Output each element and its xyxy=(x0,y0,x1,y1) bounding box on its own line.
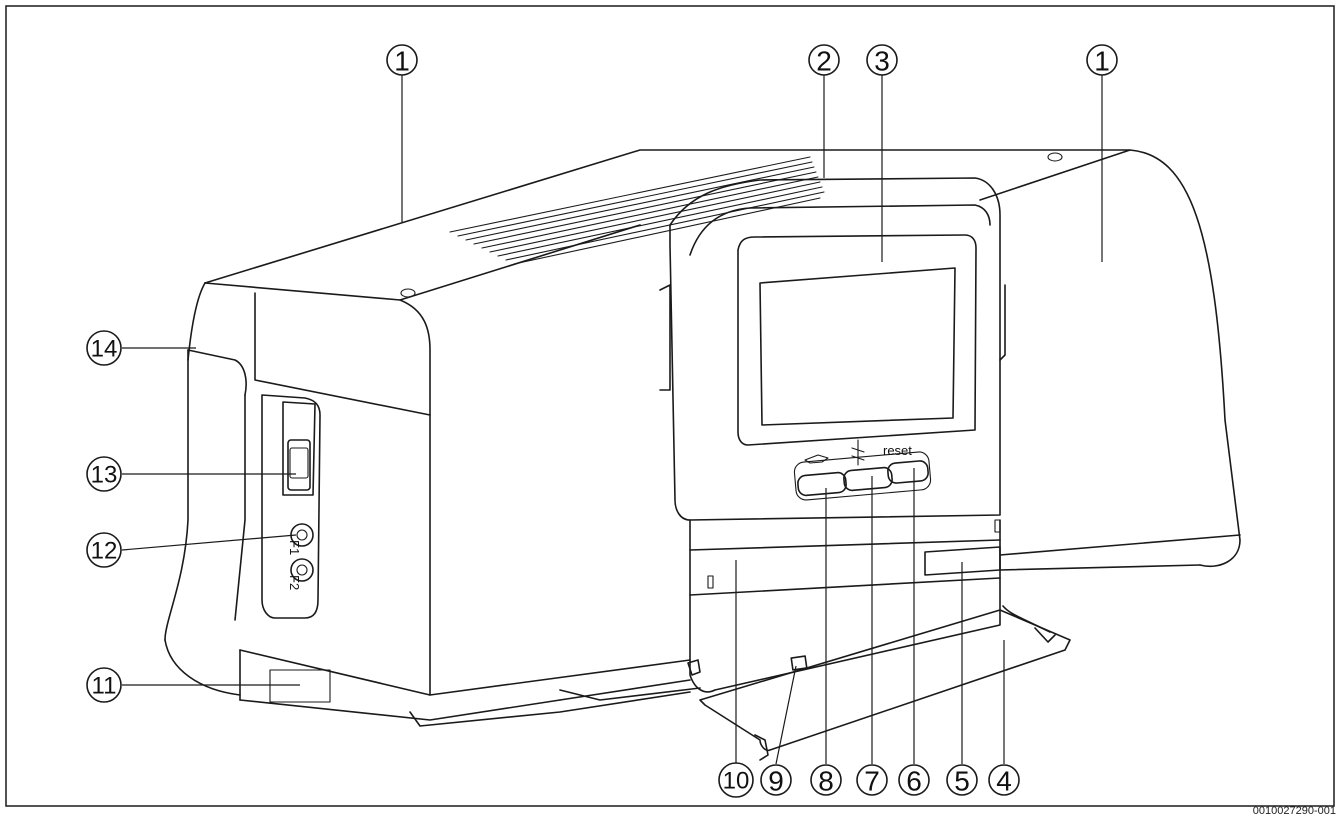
svg-text:1: 1 xyxy=(394,46,410,77)
svg-text:10: 10 xyxy=(723,768,750,795)
document-id: 0010027290-001 xyxy=(1252,805,1336,817)
svg-text:2: 2 xyxy=(816,46,832,77)
callout-8: 8 xyxy=(810,764,842,797)
main-switch xyxy=(287,439,311,491)
display-frame xyxy=(737,234,977,446)
svg-text:5: 5 xyxy=(954,766,970,797)
figure-border xyxy=(5,5,1335,807)
vent-slots xyxy=(449,156,825,265)
callout-11: 11 xyxy=(86,667,122,703)
svg-text:3: 3 xyxy=(874,46,890,77)
svg-text:1: 1 xyxy=(1094,46,1110,77)
callout-1-left: 1 xyxy=(386,44,418,77)
callout-1-right: 1 xyxy=(1086,44,1118,77)
screw-hole-left xyxy=(400,288,416,298)
hand-icon xyxy=(804,454,829,464)
fuse-f2 xyxy=(290,558,314,582)
callout-14: 14 xyxy=(86,330,122,366)
callout-4: 4 xyxy=(988,764,1020,797)
callout-5: 5 xyxy=(946,764,978,797)
reset-label: reset xyxy=(883,443,912,458)
reset-button xyxy=(887,460,929,484)
leader-lines xyxy=(121,74,1103,765)
flap-cover xyxy=(699,609,1071,752)
callout-3: 3 xyxy=(866,44,898,77)
fuse-f2-label: F2 xyxy=(287,575,302,590)
callout-12: 12 xyxy=(86,532,122,568)
manual-button xyxy=(797,471,847,497)
svg-text:6: 6 xyxy=(906,766,922,797)
callout-9: 9 xyxy=(760,764,792,797)
side-panel: F1 F2 xyxy=(261,394,331,703)
svg-text:14: 14 xyxy=(91,336,118,363)
svg-text:11: 11 xyxy=(92,673,117,700)
bottom-type-plate xyxy=(269,669,331,703)
callouts: 1 2 3 1 14 13 12 11 xyxy=(86,44,1118,798)
svg-text:4: 4 xyxy=(996,766,1012,797)
service-connector xyxy=(790,655,808,671)
callout-13: 13 xyxy=(86,456,122,492)
svg-text:12: 12 xyxy=(91,538,118,565)
chimney-sweep-icon xyxy=(851,439,865,466)
callout-7: 7 xyxy=(856,764,888,797)
screw-hole-right xyxy=(1047,152,1063,162)
svg-text:13: 13 xyxy=(91,462,118,489)
display-screen xyxy=(759,267,956,426)
svg-text:7: 7 xyxy=(864,766,880,797)
svg-text:8: 8 xyxy=(818,766,834,797)
callout-2: 2 xyxy=(808,44,840,77)
callout-6: 6 xyxy=(898,764,930,797)
control-unit: reset xyxy=(659,177,1071,761)
callout-10: 10 xyxy=(718,762,754,798)
chimney-sweep-button xyxy=(843,466,893,492)
fuse-f1-label: F1 xyxy=(287,540,302,555)
type-plate xyxy=(924,546,1001,576)
svg-text:9: 9 xyxy=(768,766,784,797)
housing xyxy=(164,149,1241,727)
